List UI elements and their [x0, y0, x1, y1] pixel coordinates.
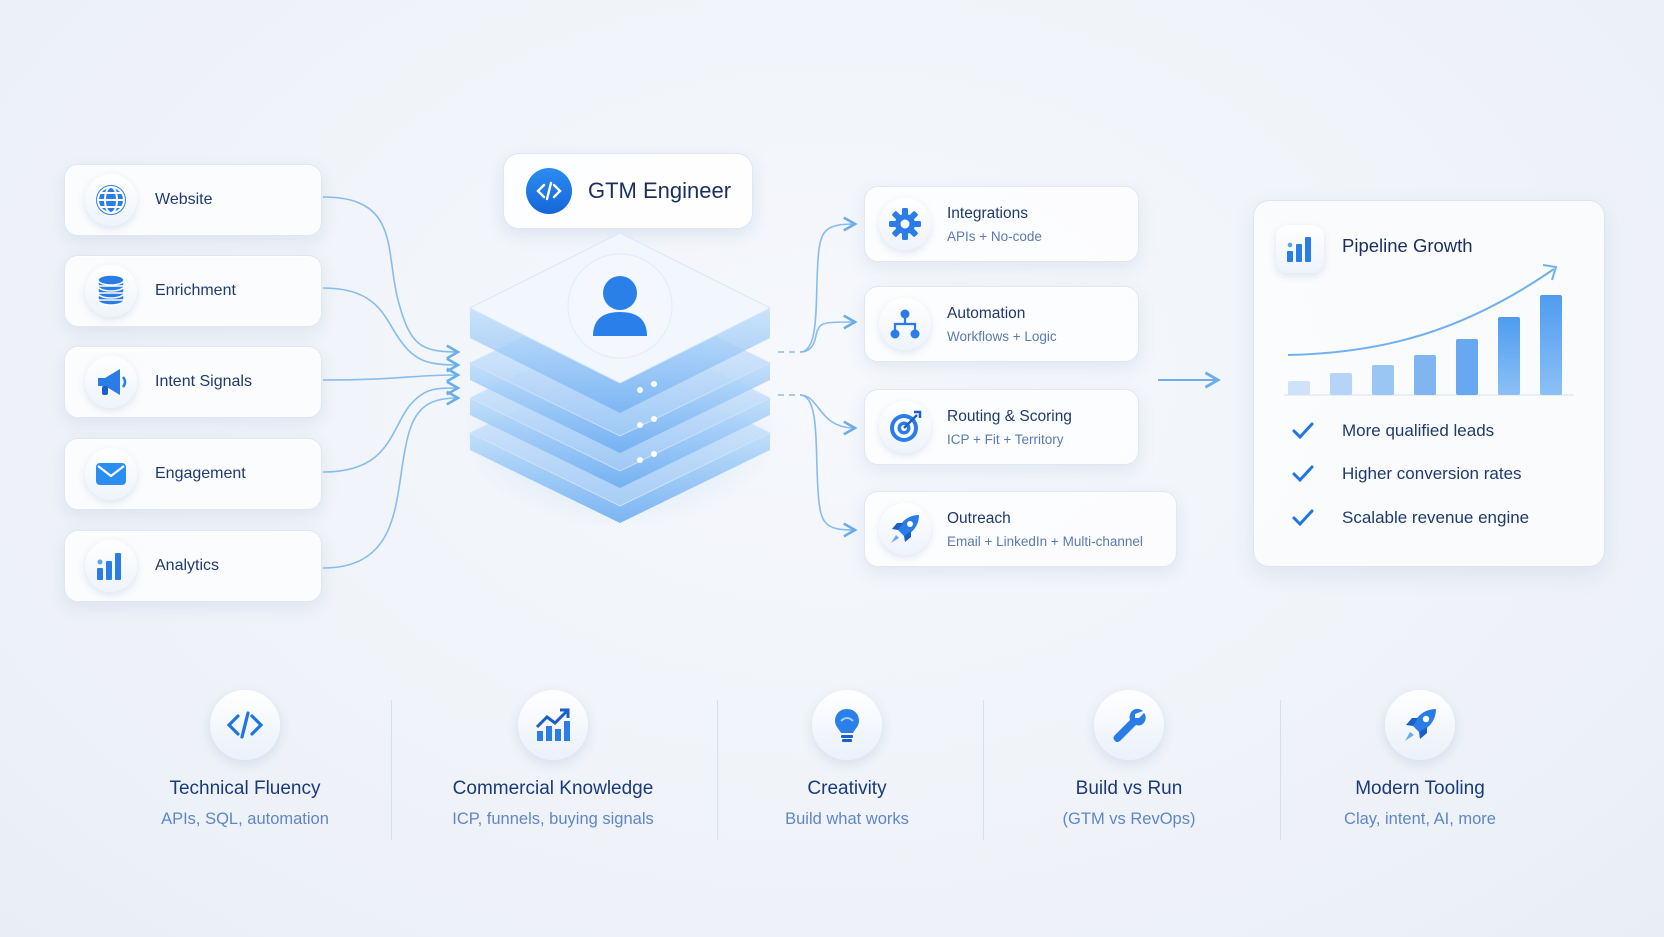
source-label: Analytics	[155, 557, 220, 574]
skill-subtitle: (GTM vs RevOps)	[1062, 810, 1196, 828]
growth-trend-line	[1287, 268, 1555, 356]
envelope-icon	[85, 448, 137, 500]
source-card-engagement[interactable]: Engagement	[64, 438, 322, 510]
output-card-automation[interactable]: Automation Workflows + Logic	[864, 286, 1139, 362]
skill-creativity: Creativity Build what works	[697, 690, 997, 829]
source-card-website[interactable]: Website	[64, 164, 322, 236]
skill-modern-tooling: Modern Tooling Clay, intent, AI, more	[1270, 690, 1570, 829]
growth-bar	[1540, 295, 1562, 395]
output-card-routing-scoring[interactable]: Routing & Scoring ICP + Fit + Territory	[864, 389, 1139, 465]
pipeline-growth-panel: Pipeline Growth More qualified leads Hig…	[1253, 200, 1605, 567]
output-title: Integrations	[947, 204, 1028, 222]
code-icon	[210, 690, 280, 760]
gear-icon	[879, 198, 931, 250]
output-title: Outreach	[947, 509, 1011, 527]
connector-automation	[799, 314, 858, 353]
connector-analytics	[322, 390, 461, 569]
output-subtitle: Email + LinkedIn + Multi-channel	[947, 533, 1143, 549]
divider	[717, 700, 718, 840]
growth-bar	[1288, 381, 1310, 395]
skill-subtitle: ICP, funnels, buying signals	[452, 810, 654, 828]
check-icon	[1292, 422, 1314, 440]
rocket-icon	[1385, 690, 1455, 760]
gtm-engineer-badge[interactable]: GTM Engineer	[503, 153, 753, 229]
source-label: Intent Signals	[155, 373, 252, 390]
output-card-outreach[interactable]: Outreach Email + LinkedIn + Multi-channe…	[864, 491, 1177, 567]
check-icon	[1292, 509, 1314, 527]
connector-out-hub	[778, 351, 800, 396]
output-subtitle: Workflows + Logic	[947, 328, 1057, 344]
lightbulb-icon	[812, 690, 882, 760]
engine-stack	[460, 232, 780, 528]
output-subtitle: APIs + No-code	[947, 228, 1042, 244]
trend-up-icon	[518, 690, 588, 760]
database-icon	[85, 265, 137, 317]
growth-title: Pipeline Growth	[1342, 235, 1473, 256]
growth-bar	[1330, 373, 1352, 395]
user-icon	[593, 276, 647, 336]
bar-chart-icon	[85, 540, 137, 592]
skill-title: Build vs Run	[1075, 778, 1183, 799]
skill-title: Creativity	[807, 778, 887, 799]
source-label: Engagement	[155, 465, 246, 482]
skill-subtitle: APIs, SQL, automation	[161, 810, 329, 828]
globe-icon	[85, 174, 137, 226]
flow-icon	[879, 298, 931, 350]
megaphone-icon	[85, 356, 137, 408]
connector-website	[322, 196, 461, 360]
source-card-enrichment[interactable]: Enrichment	[64, 255, 322, 327]
skill-subtitle: Clay, intent, AI, more	[1344, 810, 1496, 828]
benefit-text: Scalable revenue engine	[1342, 508, 1530, 527]
benefit-text: Higher conversion rates	[1342, 464, 1522, 483]
source-label: Enrichment	[155, 282, 236, 299]
growth-bar	[1456, 339, 1478, 395]
divider	[983, 700, 984, 840]
source-card-intent-signals[interactable]: Intent Signals	[64, 346, 322, 418]
growth-bar	[1498, 317, 1520, 395]
benefit-row: Higher conversion rates	[1292, 464, 1522, 484]
output-card-integrations[interactable]: Integrations APIs + No-code	[864, 186, 1139, 262]
benefit-text: More qualified leads	[1342, 421, 1495, 440]
skill-subtitle: Build what works	[785, 810, 909, 828]
output-title: Automation	[947, 304, 1026, 322]
output-title: Routing & Scoring	[947, 407, 1072, 425]
skill-title: Technical Fluency	[169, 778, 321, 799]
check-icon	[1292, 465, 1314, 483]
wrench-icon	[1094, 690, 1164, 760]
output-subtitle: ICP + Fit + Territory	[947, 431, 1064, 447]
skill-commercial-knowledge: Commercial Knowledge ICP, funnels, buyin…	[403, 690, 703, 829]
connector-intent	[322, 367, 461, 383]
target-icon	[879, 401, 931, 453]
rocket-icon	[879, 503, 931, 555]
skill-build-vs-run: Build vs Run (GTM vs RevOps)	[979, 690, 1279, 829]
divider	[391, 700, 392, 840]
source-label: Website	[155, 191, 213, 208]
divider	[1280, 700, 1281, 840]
growth-bar	[1414, 355, 1436, 395]
skill-title: Commercial Knowledge	[452, 778, 654, 799]
connector-engagement	[322, 380, 461, 473]
benefit-row: More qualified leads	[1292, 421, 1494, 441]
growth-bar	[1372, 365, 1394, 395]
source-card-analytics[interactable]: Analytics	[64, 530, 322, 602]
growth-chart	[1284, 264, 1574, 396]
skill-title: Modern Tooling	[1355, 778, 1485, 799]
code-icon	[526, 168, 572, 214]
connector-enrichment	[322, 287, 461, 373]
gtm-engineer-label: GTM Engineer	[588, 178, 732, 203]
benefit-row: Scalable revenue engine	[1292, 508, 1529, 528]
skill-technical-fluency: Technical Fluency APIs, SQL, automation	[95, 690, 395, 829]
connector-integrations	[799, 216, 858, 353]
connector-outreach	[799, 394, 858, 538]
bar-chart-icon	[1276, 225, 1324, 273]
